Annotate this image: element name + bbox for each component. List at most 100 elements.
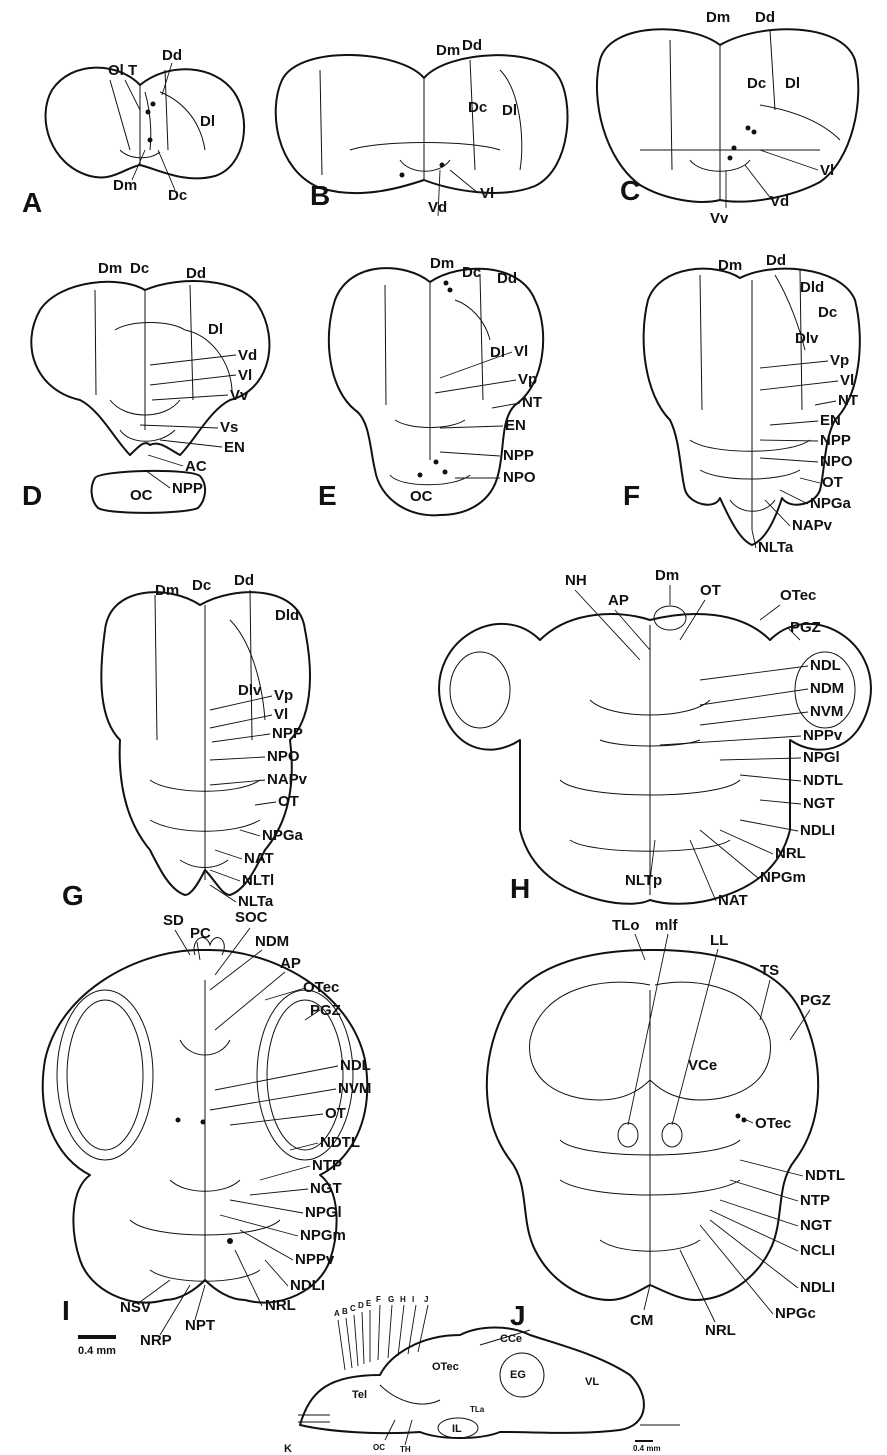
panel-i-lines <box>130 980 280 1281</box>
label-g-nltl: NLTl <box>242 872 274 889</box>
label-i-nppv: NPPv <box>295 1251 335 1268</box>
panel-g-outline <box>101 592 310 895</box>
label-j-otec: OTec <box>755 1115 791 1132</box>
panel-k-letter: K <box>284 1443 292 1455</box>
label-i-ndli: NDLI <box>290 1277 325 1294</box>
label-h-ndli: NDLI <box>800 822 835 839</box>
label-h-npgm: NPGm <box>760 869 806 886</box>
label-c-vl: Vl <box>820 162 834 179</box>
label-i-npgm: NPGm <box>300 1227 346 1244</box>
label-b-dm: Dm <box>436 42 460 59</box>
panel-e-letter: E <box>318 480 337 511</box>
label-i-ntp: NTP <box>312 1157 342 1174</box>
section-letter-j: J <box>424 1295 428 1304</box>
label-g-napv: NAPv <box>267 771 308 788</box>
panel-k-scale-label: 0.4 mm <box>633 1444 661 1453</box>
label-f-nlta: NLTa <box>758 539 794 556</box>
panel-c: Dm Dd Dc Dl Vl Vv Vd C <box>597 9 858 227</box>
label-d-en: EN <box>224 439 245 456</box>
label-g-dc: Dc <box>192 577 211 594</box>
label-c-vv: Vv <box>710 210 729 227</box>
label-c-vd: Vd <box>770 193 789 210</box>
label-i-pc: PC <box>190 925 211 942</box>
section-lines <box>338 1305 428 1370</box>
label-k-eg: EG <box>510 1369 526 1381</box>
scale-bar-label: 0.4 mm <box>78 1345 116 1357</box>
label-c-dd: Dd <box>755 9 775 26</box>
label-e-dd: Dd <box>497 270 517 287</box>
panel-i-pgz-left <box>57 990 153 1160</box>
panel-a: Ol T Dd Dl Dm Dc A <box>22 47 244 218</box>
label-a-dd: Dd <box>162 47 182 64</box>
label-e-vp: Vp <box>518 371 537 388</box>
panel-g: Dm Dc Dd Dld Dlv Vp Vl NPP NPO NAPv OT N… <box>62 572 310 911</box>
label-f-vl: Vl <box>840 372 854 389</box>
label-f-dm: Dm <box>718 257 742 274</box>
label-g-vp: Vp <box>274 687 293 704</box>
label-f-napv: NAPv <box>792 517 833 534</box>
panel-g-lines <box>150 590 265 880</box>
label-h-otec: OTec <box>780 587 816 604</box>
label-i-ndtl: NDTL <box>320 1134 360 1151</box>
panel-d-letter: D <box>22 480 42 511</box>
label-i-sd: SD <box>163 912 184 929</box>
label-b-dl: Dl <box>502 102 517 119</box>
label-f-en: EN <box>820 412 841 429</box>
label-h-ngt: NGT <box>803 795 835 812</box>
label-h-nh: NH <box>565 572 587 589</box>
label-f-nt: NT <box>838 392 858 409</box>
label-i-ndl: NDL <box>340 1057 371 1074</box>
section-letter-f: F <box>376 1295 381 1304</box>
label-i-nrl: NRL <box>265 1297 296 1314</box>
label-i-ap: AP <box>280 955 301 972</box>
section-letter-i: I <box>412 1295 414 1304</box>
label-g-dd: Dd <box>234 572 254 589</box>
panel-f-letter: F <box>623 480 640 511</box>
label-e-npo: NPO <box>503 469 536 486</box>
label-b-dc: Dc <box>468 99 487 116</box>
label-g-nlta: NLTa <box>238 893 274 910</box>
label-b-dd: Dd <box>462 37 482 54</box>
label-j-ntp: NTP <box>800 1192 830 1209</box>
label-i-ot: OT <box>325 1105 346 1122</box>
label-h-nrl: NRL <box>775 845 806 862</box>
label-j-ts: TS <box>760 962 779 979</box>
label-g-npo: NPO <box>267 748 300 765</box>
label-a-dl: Dl <box>200 113 215 130</box>
label-j-ncli: NCLI <box>800 1242 835 1259</box>
label-b-vd: Vd <box>428 199 447 216</box>
label-g-vl: Vl <box>274 706 288 723</box>
label-f-dc: Dc <box>818 304 837 321</box>
label-h-npgl: NPGl <box>803 749 840 766</box>
label-h-nvm: NVM <box>810 703 843 720</box>
label-e-npp: NPP <box>503 447 534 464</box>
panel-i-pgz-right-inner <box>267 1000 343 1150</box>
panel-c-lines <box>640 30 840 200</box>
label-k-tel: Tel <box>352 1389 367 1401</box>
label-j-vce: VCe <box>688 1057 717 1074</box>
label-e-dm: Dm <box>430 255 454 272</box>
label-c-dl: Dl <box>785 75 800 92</box>
panel-c-letter: C <box>620 175 640 206</box>
label-h-nat: NAT <box>718 892 748 909</box>
label-f-ot: OT <box>822 474 843 491</box>
panel-a-letter: A <box>22 187 42 218</box>
panel-h-pgz-left <box>450 652 510 728</box>
section-letter-g: G <box>388 1295 394 1304</box>
label-k-th: TH <box>400 1445 411 1454</box>
label-g-ot: OT <box>278 793 299 810</box>
scale-bar-line <box>78 1335 116 1339</box>
panel-i-pgz-left-inner <box>67 1000 143 1150</box>
panel-e: Dm Dc Dd Dl Vl Vp NT EN NPP NPO OC E <box>318 255 543 515</box>
panel-i: SD PC SOC NDM AP OTec PGZ NDL NVM OT NDT… <box>43 909 372 1357</box>
label-j-ndtl: NDTL <box>805 1167 845 1184</box>
label-i-nsv: NSV <box>120 1299 151 1316</box>
label-h-pgz: PGZ <box>790 619 821 636</box>
label-e-dc: Dc <box>462 264 481 281</box>
label-g-dm: Dm <box>155 582 179 599</box>
label-e-en: EN <box>505 417 526 434</box>
label-i-nvm: NVM <box>338 1080 371 1097</box>
label-h-nltp: NLTp <box>625 872 662 889</box>
label-f-dlv: Dlv <box>795 330 819 347</box>
label-d-npp: NPP <box>172 480 203 497</box>
